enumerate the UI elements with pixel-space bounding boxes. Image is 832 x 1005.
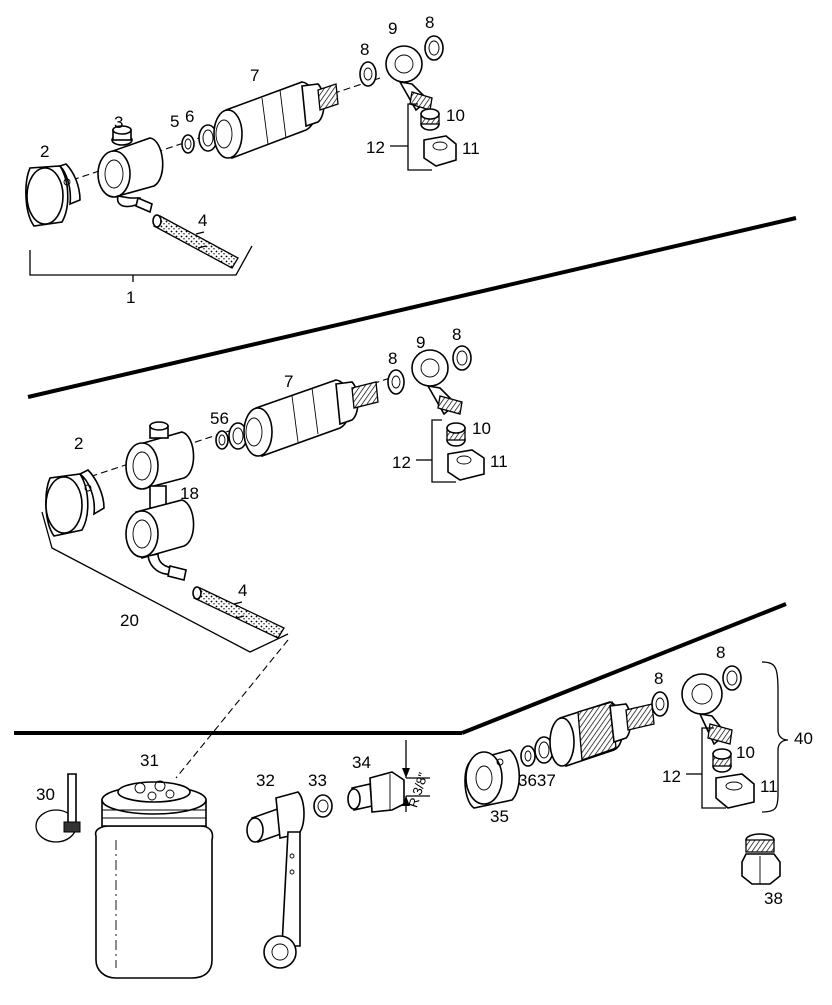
washer-icon (181, 124, 218, 154)
label-20: 20 (120, 611, 139, 630)
nut-icon (446, 422, 485, 481)
label-8: 8 (360, 40, 369, 59)
washer-icon (722, 665, 742, 691)
assembly-1 (25, 35, 457, 282)
label-4: 4 (238, 581, 247, 600)
nut-icon (420, 108, 457, 167)
banjo-fitting-icon (411, 349, 463, 416)
reducer-fitting-icon (347, 771, 405, 813)
wrench-adapter-icon (246, 791, 305, 969)
label-1: 1 (126, 288, 135, 307)
bracket-12 (407, 103, 432, 171)
hose-icon (152, 214, 239, 269)
union-fitting-icon (741, 833, 781, 885)
coupler-cap-icon (25, 163, 81, 227)
washer-icon (215, 430, 229, 450)
coupler-body-icon (125, 421, 195, 509)
label-18: 18 (180, 484, 199, 503)
coupler-body-icon (97, 125, 164, 214)
leader-line-31 (175, 639, 289, 779)
nut-icon (712, 748, 755, 809)
bracket-12 (431, 419, 456, 483)
label-9: 9 (416, 333, 425, 352)
label-7: 7 (250, 66, 259, 85)
washer-icon (651, 691, 669, 717)
label-56: 56 (210, 409, 229, 428)
banjo-fitting-icon (681, 673, 733, 746)
label-12: 12 (662, 767, 681, 786)
washer-icon (520, 745, 536, 767)
label-6: 6 (185, 107, 194, 126)
bracket-12 (701, 727, 726, 809)
assembly-20 (41, 345, 485, 653)
washer-icon (387, 369, 405, 395)
label-11: 11 (490, 452, 508, 471)
label-38: 38 (764, 889, 783, 908)
label-12: 12 (366, 138, 385, 157)
section-divider-lower-right (461, 602, 787, 735)
label-8: 8 (452, 325, 461, 344)
label-35: 35 (490, 807, 509, 826)
label-9: 9 (388, 19, 397, 38)
label-34: 34 (352, 753, 371, 772)
label-10: 10 (736, 743, 755, 762)
label-32: 32 (256, 771, 275, 790)
coupler-body-icon (125, 499, 195, 581)
hose-icon (192, 586, 285, 639)
washer-icon (359, 61, 377, 87)
label-10: 10 (446, 106, 465, 125)
label-30: 30 (36, 785, 55, 804)
thread-callout (402, 740, 430, 812)
label-3637: 3637 (518, 771, 556, 790)
label-8: 8 (654, 669, 663, 688)
valve-cartridge-icon (243, 379, 379, 458)
label-31: 31 (140, 751, 159, 770)
label-3: 3 (114, 113, 123, 132)
label-8: 8 (388, 349, 397, 368)
label-8: 8 (716, 643, 725, 662)
valve-cartridge-icon (549, 701, 655, 768)
label-11: 11 (462, 139, 480, 158)
label-12: 12 (392, 453, 411, 472)
cable-tie-icon (35, 773, 81, 843)
coupler-cap-icon (464, 749, 521, 809)
section-divider-upper (27, 216, 797, 399)
label-5: 5 (170, 112, 179, 131)
label-2: 2 (40, 142, 49, 161)
washer-icon (424, 35, 444, 61)
label-40: 40 (794, 729, 813, 748)
washer-icon (452, 345, 472, 371)
label-33: 33 (308, 771, 327, 790)
label-11: 11 (760, 777, 778, 796)
label-10: 10 (472, 419, 491, 438)
grease-bottle-icon (94, 780, 214, 979)
coupler-cap-icon (45, 469, 105, 537)
label-8: 8 (425, 13, 434, 32)
thread-spec-label: R 3/8" (405, 770, 430, 809)
label-4: 4 (198, 211, 207, 230)
label-2: 2 (74, 434, 83, 453)
label-7: 7 (284, 372, 293, 391)
valve-cartridge-icon (213, 81, 339, 160)
bracket-40 (761, 661, 789, 813)
banjo-fitting-icon (385, 45, 433, 112)
washer-icon (313, 794, 333, 818)
